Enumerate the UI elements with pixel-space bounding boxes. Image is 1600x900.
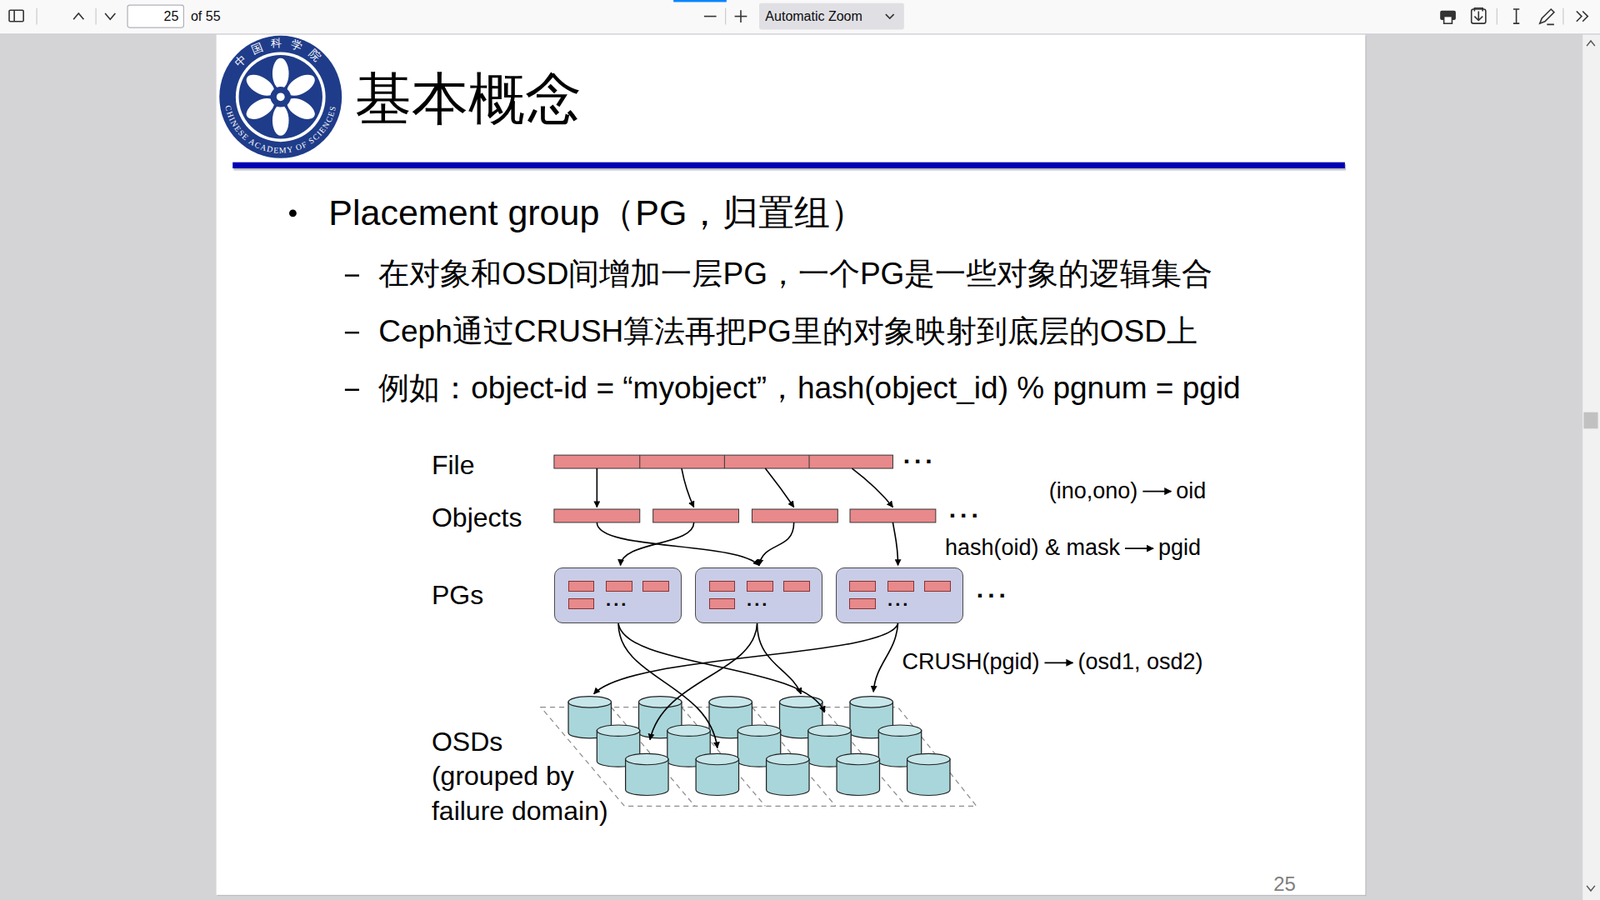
row-label: PGs bbox=[431, 579, 484, 611]
next-page-icon bbox=[105, 13, 115, 20]
object-chip bbox=[642, 580, 670, 591]
ellipsis: ... bbox=[903, 440, 937, 470]
slide-title: 基本概念 bbox=[355, 65, 582, 134]
row-label: OSDs bbox=[431, 725, 503, 758]
scrollbar-thumb bbox=[1583, 412, 1598, 430]
page-count: of 55 bbox=[190, 8, 221, 25]
placement-group-box: ... bbox=[554, 567, 682, 624]
toolbar-border bbox=[0, 33, 1600, 35]
dash-mark bbox=[345, 389, 360, 391]
ellipsis: ... bbox=[605, 589, 629, 611]
toolbar bbox=[0, 0, 1600, 34]
scrollbar-track bbox=[1582, 35, 1600, 900]
logo-text-group: CHINESE ACADEMY OF SCIENCES bbox=[223, 104, 338, 155]
object-bar bbox=[653, 509, 740, 523]
logo-center-dot bbox=[276, 92, 285, 101]
mapping-label: (osd1, osd2) bbox=[1077, 648, 1203, 675]
object-bar bbox=[850, 509, 936, 523]
bullet-text: Placement group（PG，归置组） bbox=[328, 191, 866, 235]
mapping-label: oid bbox=[1175, 477, 1206, 505]
sidebar-icon bbox=[9, 10, 24, 21]
logo-disc bbox=[239, 55, 323, 139]
object-chip bbox=[709, 580, 736, 591]
object-chip bbox=[783, 580, 810, 591]
row-label: (grouped by failure domain) bbox=[431, 759, 625, 829]
object-chip bbox=[709, 598, 736, 609]
slide-page bbox=[216, 35, 1366, 895]
object-bar bbox=[554, 509, 640, 523]
zoom-select-box bbox=[759, 3, 905, 30]
file-bar bbox=[554, 455, 894, 469]
osd-cylinders bbox=[568, 696, 950, 796]
zoom-in-icon bbox=[740, 10, 742, 23]
placement-group-box: ... bbox=[835, 567, 964, 624]
slide-page-number: 25 bbox=[1273, 872, 1296, 897]
dash-marks bbox=[345, 275, 360, 390]
placement-group-box: ... bbox=[695, 567, 823, 624]
download-icon bbox=[1471, 9, 1486, 24]
more-tools-icon bbox=[1576, 10, 1588, 21]
bullet-dot bbox=[289, 210, 297, 218]
progress-bar bbox=[673, 0, 727, 2]
prev-page-icon bbox=[73, 13, 84, 20]
ellipsis: ... bbox=[949, 494, 983, 525]
ellipsis: ... bbox=[887, 589, 910, 611]
label-arrow bbox=[1142, 490, 1171, 493]
zoom-select: Automatic Zoom bbox=[765, 8, 862, 25]
ellipsis: ... bbox=[976, 574, 1010, 605]
sidebar-icon bbox=[13, 10, 15, 21]
mapping-label: pgid bbox=[1158, 534, 1201, 561]
label-arrow bbox=[1125, 547, 1154, 550]
row-label: File bbox=[431, 449, 475, 481]
object-chip bbox=[849, 580, 876, 591]
sub-bullet-text: Ceph通过CRUSH算法再把PG里的对象映射到底层的OSD上 bbox=[378, 313, 1198, 350]
toolbar-separators bbox=[36, 8, 1564, 25]
object-bars bbox=[554, 509, 936, 523]
mapping-label: CRUSH(pgid) bbox=[901, 648, 1040, 675]
label-arrow bbox=[1044, 661, 1073, 664]
mapping-label: (ino,ono) bbox=[1049, 477, 1139, 505]
dash-mark bbox=[345, 274, 360, 276]
object-chip bbox=[924, 580, 951, 591]
draw-tool-icon bbox=[1540, 9, 1555, 25]
ellipsis: ... bbox=[746, 589, 770, 611]
logo-petals bbox=[243, 58, 319, 136]
logo-ring bbox=[219, 35, 342, 159]
logo-text-group: 中国科学院 bbox=[232, 36, 330, 70]
sub-bullet-text: 在对象和OSD间增加一层PG，一个PG是一些对象的逻辑集合 bbox=[378, 255, 1213, 293]
dash-mark bbox=[345, 331, 360, 334]
cas-logo: 中国科学院 CHINESE ACADEMY OF SCIENCES bbox=[219, 35, 342, 159]
scroll-up-arrow bbox=[1586, 40, 1595, 46]
print-icon bbox=[1444, 16, 1453, 25]
logo-inner-ring bbox=[235, 51, 326, 142]
logo-english-text: CHINESE ACADEMY OF SCIENCES bbox=[223, 104, 338, 155]
page-number-input: 25 bbox=[163, 8, 179, 25]
object-chip bbox=[568, 580, 595, 591]
title-rule bbox=[232, 162, 1345, 169]
dropdown-chevron bbox=[885, 14, 895, 19]
logo-center bbox=[270, 86, 290, 107]
scroll-down-arrow bbox=[1586, 885, 1595, 891]
page-input-box bbox=[127, 5, 184, 28]
toolbar-icons bbox=[9, 8, 1588, 25]
object-chip bbox=[568, 598, 595, 609]
mapping-label: hash(oid) & mask bbox=[945, 534, 1120, 561]
object-bar bbox=[751, 509, 838, 523]
object-chip bbox=[849, 598, 876, 609]
sub-bullet-text: 例如：object-id = “myobject”，hash(object_id… bbox=[378, 370, 1240, 407]
row-label: Objects bbox=[431, 501, 522, 534]
logo-chinese-text: 中国科学院 bbox=[232, 36, 330, 70]
text-tool-icon bbox=[1513, 9, 1520, 24]
zoom-out-icon bbox=[704, 15, 717, 18]
download-icon bbox=[1474, 10, 1483, 20]
